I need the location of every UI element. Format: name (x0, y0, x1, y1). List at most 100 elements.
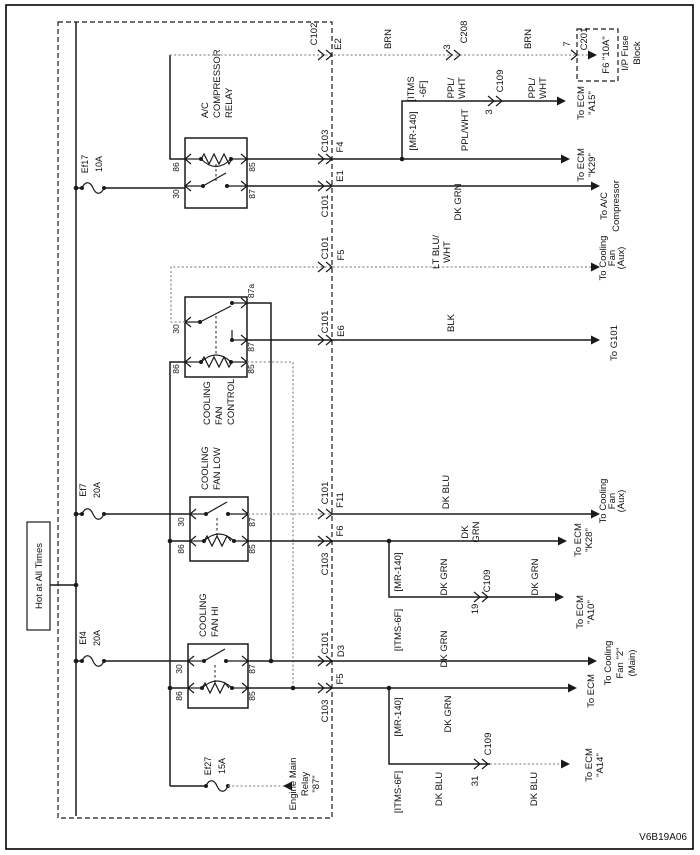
ip-fuse-f6: F6 "10A" (601, 36, 612, 73)
low-pin-86: 86 (176, 544, 186, 554)
label-mr140-3: [MR-140] (393, 697, 404, 736)
page-border (5, 4, 694, 850)
label-f5b: F5 (335, 673, 346, 684)
wire-e1-dkgrn: E1 C101 DK GRN To A/C Compressor (247, 170, 622, 232)
wire-e6-blk: C101 E6 BLK To G101 (247, 311, 620, 361)
label-c103-f4: C103 (320, 130, 331, 153)
control-pin-86: 86 (171, 364, 181, 374)
control-pin-30: 30 (171, 324, 181, 334)
label-ecm-a14-2: "A14" (595, 753, 606, 777)
control-pin-85: 85 (246, 364, 256, 374)
fuse-ef27: Ef27 15A Engine Main Relay "87" (170, 757, 322, 810)
low-pin-85: 85 (247, 544, 257, 554)
label-dkblu-f11: DK BLU (441, 475, 452, 509)
label-ecm-a10-2: "A10" (586, 600, 597, 624)
fuse-ef7-name: Ef7 (78, 483, 88, 497)
label-c208: C208 (459, 21, 470, 44)
label-f11: F11 (335, 492, 346, 508)
label-e6: E6 (336, 325, 347, 337)
label-fan-aux2-3: (Aux) (616, 490, 627, 513)
label-c101-e1: C101 (320, 195, 331, 218)
label-c208-pin3: 3 (442, 44, 453, 49)
control-pin-87: 87 (246, 342, 256, 352)
label-ppl-2b: WHT (538, 77, 549, 99)
label-c109c-pin31: 31 (470, 776, 481, 787)
label-e1: E1 (335, 170, 346, 182)
label-ecm-plain: To ECM (586, 674, 597, 708)
relay-control-name-2: FAN (214, 406, 225, 425)
ac-pin-87: 87 (247, 189, 257, 199)
label-f5a: F5 (336, 249, 347, 260)
label-ecm-k28-2: "K28" (584, 528, 595, 552)
relay-low-name-1: COOLING (200, 446, 211, 490)
label-dkblu-a14b: DK BLU (529, 772, 540, 806)
label-dkgrn-d3: DK GRN (439, 630, 450, 667)
label-itms-1a: [ITMS (406, 76, 417, 101)
label-ecm-a14-1: To ECM (584, 748, 595, 782)
label-c109a-pin3: 3 (484, 109, 495, 114)
label-ecm-k29-1: To ECM (576, 148, 587, 182)
label-dkgrn-a10b: DK GRN (530, 558, 541, 595)
label-c201: C201 (579, 28, 590, 51)
relay-ac-name-2: COMPRESSOR (212, 49, 223, 118)
label-c101-d3: C101 (320, 632, 331, 655)
label-d3: D3 (336, 645, 347, 657)
fuse-ef17-rating: 10A (94, 156, 104, 172)
ip-fuse-block: F6 "10A" I/P Fuse Block (576, 28, 643, 82)
label-c102: C102 (309, 23, 320, 46)
hi-pin-86: 86 (174, 691, 184, 701)
relay-ac-name-3: RELAY (224, 87, 235, 118)
ac-pin-85: 85 (247, 162, 257, 172)
label-c103-f6: C103 (320, 553, 331, 576)
label-itms6f-3: [ITMS-6F] (393, 771, 404, 813)
label-ppl-2a: PPL/ (527, 77, 538, 98)
ac-pin-30: 30 (171, 189, 181, 199)
label-fan-main-2: Fan "2" (615, 647, 626, 678)
ac-pin-86: 86 (171, 162, 181, 172)
relay-control-name-1: COOLING (202, 381, 213, 425)
label-c101-f11: C101 (320, 482, 331, 505)
label-fan-aux2-1: To Cooling (598, 479, 609, 524)
fuse-ef4-rating: 20A (92, 630, 102, 646)
low-pin-30: 30 (176, 517, 186, 527)
label-itms6f-2: [ITMS-6F] (393, 609, 404, 651)
hi-pin-30: 30 (174, 664, 184, 674)
label-fan-aux1-2: Fan (607, 250, 618, 266)
label-c201-pin7: 7 (562, 41, 573, 46)
diagram-id: V6B19A06 (639, 832, 687, 843)
label-grn: GRN (471, 521, 482, 542)
ip-fuse-block-label-2: Block (632, 41, 643, 64)
label-dkgrn-e1: DK GRN (453, 183, 464, 220)
label-c101-e6: C101 (320, 311, 331, 334)
label-c103-f5b: C103 (320, 700, 331, 723)
relay-ac-compressor: 86 85 30 87 A/C COMPRESSOR RELAY (171, 49, 257, 209)
label-c109b: C109 (482, 570, 493, 593)
label-c109a: C109 (495, 70, 506, 93)
engine-main-relay-arrow (283, 781, 292, 791)
fuse-ef4: Ef4 20A (73, 630, 188, 667)
ip-fuse-block-label-1: I/P Fuse (620, 35, 631, 70)
engine-main-relay-label-2: Relay (300, 772, 311, 797)
relay-ac-name-1: A/C (200, 102, 211, 118)
label-f4: F4 (335, 141, 346, 152)
label-dkblu-a14a: DK BLU (434, 772, 445, 806)
fuse-ef7: Ef7 20A (73, 482, 190, 520)
wire-f11-dkblu: C101 F11 DK BLU To Cooling Fan (Aux) (248, 475, 627, 524)
label-ltblu-a: LT BLU/ (431, 235, 442, 269)
label-blk: BLK (446, 313, 457, 332)
fuse-ef4-name: Ef4 (78, 631, 88, 645)
hot-at-all-times-box (26, 521, 51, 631)
label-ltblu-b: WHT (442, 241, 453, 263)
label-fan-main-3: (Main) (627, 650, 638, 677)
label-brn-1: BRN (383, 29, 394, 49)
relay-hi-name-2: FAN HI (210, 606, 221, 637)
label-fan-aux1-3: (Aux) (616, 247, 627, 270)
label-dk: DK (460, 525, 471, 539)
relay-cooling-fan-hi: 30 86 87 85 COOLING FAN HI (174, 593, 257, 709)
wire-f4-pplwht: C103 F4 [MR-140] [ITMS -6F] PPL/ WHT PPL… (247, 70, 598, 182)
relay-hi-name-1: COOLING (198, 593, 209, 637)
label-ecm-a10-1: To ECM (575, 595, 586, 629)
fuse-ef27-rating: 15A (217, 758, 227, 774)
